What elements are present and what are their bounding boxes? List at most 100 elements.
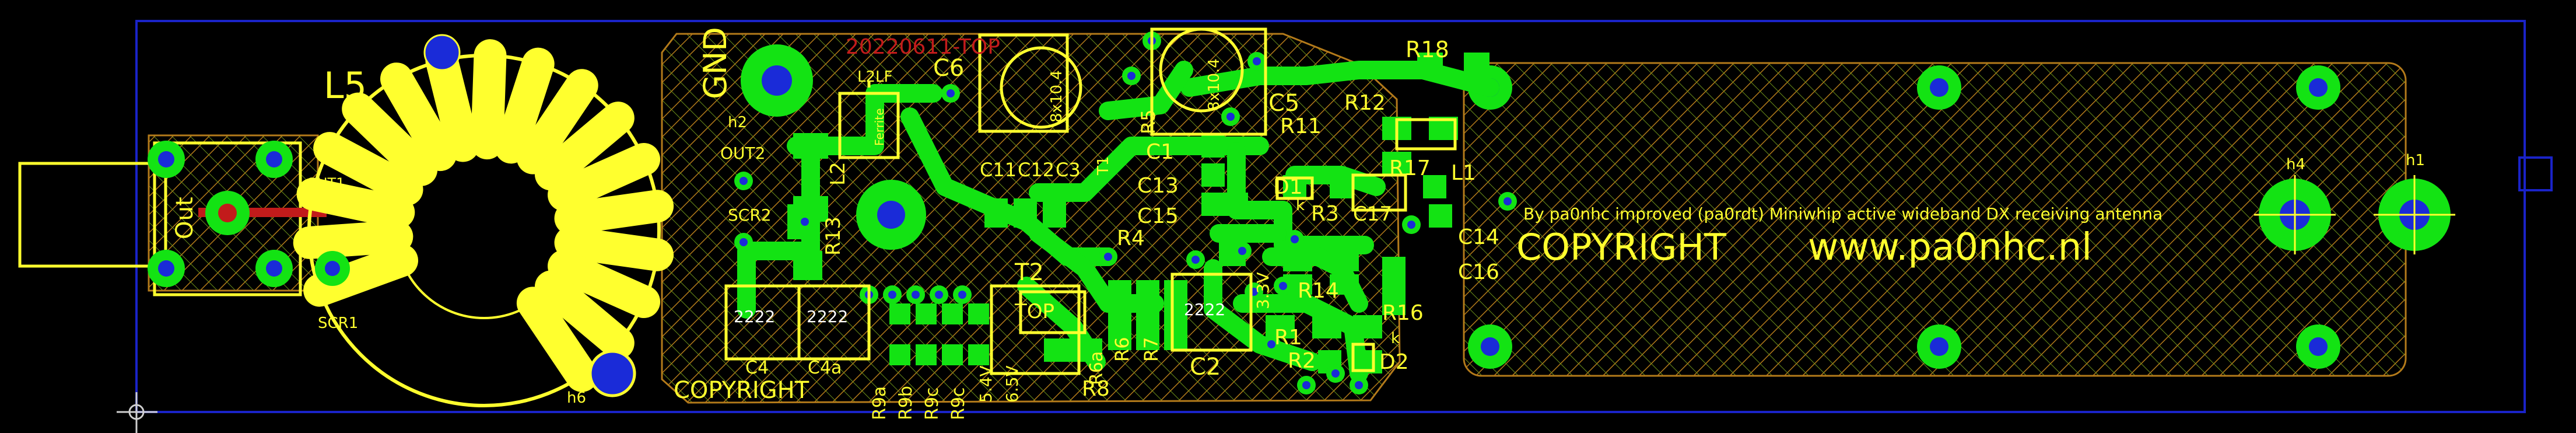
copper-pads — [787, 53, 1489, 373]
label-scr1: SCR1 — [318, 315, 358, 332]
copper-pad — [1353, 315, 1382, 338]
label-trimmer-b: 8x10.4 — [1205, 58, 1223, 111]
copper-pad — [1044, 338, 1073, 362]
label-r4: R4 — [1117, 226, 1145, 250]
copper-pad — [1136, 280, 1159, 315]
coil-winding — [425, 44, 479, 162]
board-outline — [135, 20, 2553, 413]
label-cap-2222c: 2222 — [1184, 300, 1225, 319]
label-t1: T1 — [1095, 156, 1112, 176]
copper-pad — [1266, 315, 1295, 338]
coil-winding — [293, 220, 413, 259]
copper-pad — [1382, 152, 1411, 175]
label-r2: R2 — [1288, 349, 1316, 373]
copper-pad — [1312, 315, 1341, 338]
via-hole — [739, 238, 748, 246]
via-hole — [1226, 113, 1235, 121]
coil-winding — [296, 177, 415, 229]
toroid-l5 — [293, 34, 674, 407]
label-v65: 6.5V — [1003, 365, 1022, 403]
copyright-left: COPYRIGHT — [674, 377, 809, 404]
copper-pad — [1423, 175, 1446, 198]
copper-pad — [793, 251, 822, 280]
label-cap-2222a: 2222 — [734, 307, 775, 326]
copper-pad — [1330, 274, 1359, 295]
coil-winding — [548, 142, 661, 211]
via-hole — [935, 291, 943, 299]
label-d1: D1 — [1273, 175, 1303, 199]
via-hole — [1267, 340, 1275, 348]
label-r16: R16 — [1382, 301, 1424, 325]
coil-winding — [471, 39, 507, 160]
label-c2: C2 — [1190, 354, 1221, 380]
attribution-text: By pa0nhc improved (pa0rdt) Miniwhip act… — [1523, 204, 2163, 224]
label-r6: R6 — [1111, 337, 1133, 362]
via-hole — [1503, 197, 1512, 205]
coil-winding — [342, 92, 438, 186]
label-r9c: R9c — [922, 387, 942, 420]
copper-pad — [968, 303, 989, 324]
label-c12: C12 — [1018, 159, 1054, 181]
via-hole — [947, 89, 955, 97]
label-r11: R11 — [1280, 114, 1322, 138]
via-hole — [1355, 381, 1363, 389]
via-hole — [888, 291, 896, 299]
origin-crosshair — [117, 392, 157, 433]
label-c16: C16 — [1458, 260, 1499, 284]
copper-pad — [1201, 134, 1225, 158]
via-hole — [1127, 72, 1135, 80]
copper-pad — [916, 303, 937, 324]
component-outlines — [724, 27, 1457, 375]
label-cap-2222b: 2222 — [807, 307, 848, 326]
copper-pad — [1164, 280, 1187, 315]
label-gnd: GND — [697, 27, 734, 99]
label-l1: L1 — [1451, 161, 1476, 185]
label-h1: h1 — [2406, 152, 2425, 169]
via-hole — [1104, 253, 1112, 261]
coil-winding — [516, 287, 598, 392]
label-c5: C5 — [1268, 90, 1299, 117]
label-c17: C17 — [1353, 202, 1392, 226]
label-trimmer-a: 8x10.4 — [1048, 70, 1066, 123]
coil-winding — [313, 132, 423, 206]
copper-pad — [984, 198, 1008, 228]
label-h2: h2 — [728, 114, 747, 131]
label-c1: C1 — [1146, 140, 1174, 164]
label-out1: OUT1 — [306, 175, 345, 191]
copper-pad — [1330, 175, 1353, 198]
label-top: TOP — [1014, 300, 1054, 323]
copper-pad — [889, 344, 910, 365]
copper-pad — [1417, 53, 1443, 78]
via-hole — [1407, 221, 1415, 229]
coil-winding — [534, 270, 635, 359]
label-l5: L5 — [324, 64, 367, 107]
label-c4a: C4a — [808, 358, 842, 378]
label-c11: C11 — [980, 159, 1017, 181]
label-d2: D2 — [1379, 350, 1409, 374]
copper-pad — [942, 344, 963, 365]
copper-pad — [889, 303, 910, 324]
label-l2: L2 — [826, 162, 850, 186]
copper-pad — [1043, 198, 1066, 228]
copper-pad — [1429, 204, 1452, 228]
copper-pad — [1164, 315, 1187, 350]
copper-pad — [1382, 257, 1406, 286]
label-r9b: R9b — [896, 386, 916, 420]
label-out: Out — [171, 197, 198, 239]
label-h4: h4 — [2286, 156, 2305, 173]
label-l2lf: L2LF — [857, 68, 892, 86]
label-r9a: R9a — [870, 386, 890, 420]
mounting-holes — [741, 44, 2455, 369]
copper-pad — [1201, 163, 1225, 187]
label-r17: R17 — [1389, 156, 1431, 180]
label-r5: R5 — [1137, 109, 1159, 134]
label-c6: C6 — [933, 55, 964, 82]
label-v33: 3.3V — [1253, 272, 1273, 309]
coil-winding — [548, 250, 661, 319]
copper-pad — [916, 344, 937, 365]
label-h6: h6 — [567, 389, 586, 407]
via-hole — [958, 291, 966, 299]
coil-winding — [534, 102, 635, 191]
label-v54: 5.4V — [976, 365, 996, 403]
copper-pad — [1136, 315, 1159, 350]
